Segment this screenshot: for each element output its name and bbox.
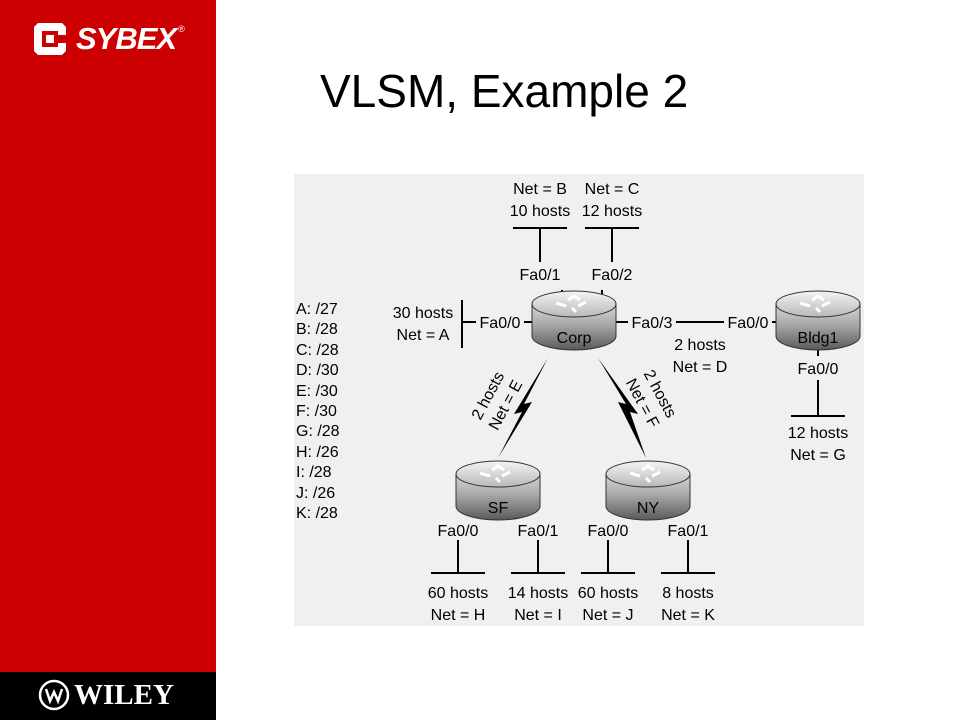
- interface-label: Fa0/2: [592, 267, 633, 284]
- net-label-d: Net = D: [673, 359, 728, 376]
- net-label-g: Net = G: [790, 447, 846, 464]
- wiley-emblem-icon: [38, 679, 70, 711]
- net-label-h: Net = H: [431, 607, 486, 624]
- net-label-k: Net = K: [661, 607, 715, 624]
- net-label-c: Net = C: [585, 181, 640, 198]
- net-label-a: Net = A: [397, 327, 450, 344]
- mask-item: I: /28: [296, 464, 332, 482]
- router-label-sf: SF: [488, 500, 509, 517]
- hosts-label-d: 2 hosts: [674, 337, 726, 354]
- sybex-wordmark: SYBEX: [76, 21, 177, 56]
- interface-label: Fa0/3: [632, 315, 673, 332]
- mask-item: J: /26: [296, 484, 336, 502]
- net-label-j: Net = J: [582, 607, 633, 624]
- footer-bar: [0, 672, 216, 720]
- sybex-emblem-icon: [34, 23, 66, 55]
- slide-title: VLSM, Example 2: [320, 65, 689, 117]
- mask-item: C: /28: [296, 341, 339, 359]
- mask-item: E: /30: [296, 382, 338, 400]
- mask-item: H: /26: [296, 443, 339, 461]
- hosts-label-a: 30 hosts: [393, 305, 453, 322]
- serial-link-corp-sf: [498, 358, 548, 458]
- interface-label: Fa0/1: [668, 523, 709, 540]
- interface-label: Fa0/0: [728, 315, 769, 332]
- hosts-label-c: 12 hosts: [582, 203, 642, 220]
- mask-item: F: /30: [296, 403, 337, 421]
- subnet-mask-list: A: /27 B: /28 C: /28 D: /30 E: /30 F: /3…: [296, 300, 340, 524]
- hosts-label-g: 12 hosts: [788, 425, 848, 442]
- mask-item: B: /28: [296, 321, 338, 339]
- registered-mark: ®: [178, 24, 185, 34]
- interface-label: Fa0/0: [798, 361, 839, 378]
- diagram-background: [294, 174, 864, 626]
- router-bldg1-icon: [775, 290, 861, 351]
- wiley-wordmark: WILEY: [74, 678, 174, 711]
- hosts-label-b: 10 hosts: [510, 203, 570, 220]
- hosts-label-h: 60 hosts: [428, 585, 488, 602]
- router-label-corp: Corp: [557, 330, 592, 347]
- mask-item: D: /30: [296, 362, 339, 380]
- sybex-logo: SYBEX ®: [30, 16, 185, 62]
- interface-label: Fa0/0: [480, 315, 521, 332]
- hosts-label-k: 8 hosts: [662, 585, 714, 602]
- router-sf-icon: [455, 460, 541, 521]
- mask-item: G: /28: [296, 423, 340, 441]
- interface-label: Fa0/1: [520, 267, 561, 284]
- hosts-label-j: 60 hosts: [578, 585, 638, 602]
- router-ny-icon: [605, 460, 691, 521]
- net-label-i: Net = I: [514, 607, 562, 624]
- hosts-label-i: 14 hosts: [508, 585, 568, 602]
- router-label-ny: NY: [637, 500, 660, 517]
- interface-label: Fa0/1: [518, 523, 559, 540]
- serial-link-corp-ny: [598, 358, 646, 458]
- sidebar: [0, 0, 216, 720]
- mask-item: A: /27: [296, 301, 338, 318]
- interface-label: Fa0/0: [588, 523, 629, 540]
- router-label-bldg1: Bldg1: [798, 330, 839, 347]
- interface-label: Fa0/0: [438, 523, 479, 540]
- wiley-logo: WILEY: [38, 678, 174, 712]
- router-corp-icon: [531, 290, 617, 351]
- net-label-b: Net = B: [513, 181, 567, 198]
- mask-item: K: /28: [296, 505, 338, 523]
